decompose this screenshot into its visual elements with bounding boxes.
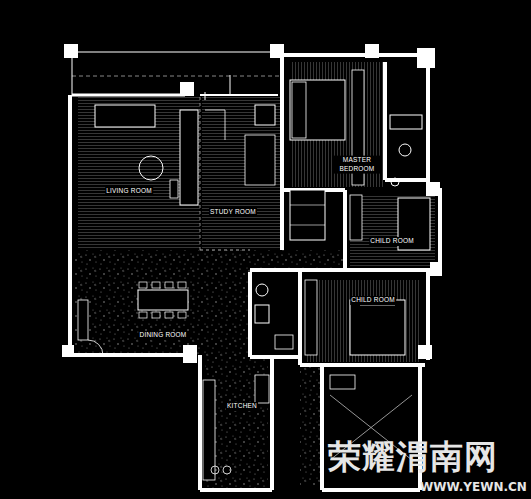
plan-shape — [64, 44, 78, 58]
room-name: CHILD ROOM — [350, 296, 396, 305]
plan-shape — [305, 280, 317, 355]
fixture — [399, 144, 411, 156]
room-label-box: LIVING ROOM — [105, 179, 153, 197]
plan-shape — [245, 135, 275, 185]
wall-line — [282, 53, 425, 57]
wall-line — [70, 353, 195, 357]
fixture — [391, 178, 399, 186]
wall-line — [298, 272, 302, 365]
wall-line — [72, 94, 185, 97]
wall-line — [72, 58, 73, 95]
wall-line — [200, 97, 201, 250]
watermark: WWW.YEWN.CN — [420, 481, 527, 493]
plan-shape — [78, 300, 88, 340]
plan-shape — [290, 80, 345, 140]
wall-line — [322, 488, 420, 492]
room-name: DINING ROOM — [139, 331, 188, 340]
plan-shape — [365, 44, 379, 58]
plan-shape — [292, 82, 306, 138]
plan-shape — [139, 312, 147, 318]
plan-shape — [152, 312, 160, 318]
plan-shape — [430, 262, 442, 276]
plan-shape — [180, 82, 194, 96]
plan-shape — [183, 345, 197, 363]
plan-shape — [290, 62, 385, 187]
plan-shape — [62, 345, 74, 357]
plan-shape — [417, 48, 435, 68]
room-label-box: DINING ROOM — [139, 323, 188, 341]
wall-line — [88, 340, 103, 355]
plan-shape — [138, 290, 188, 310]
plan-shape — [275, 335, 293, 349]
room-label-box: CHILD ROOM — [369, 229, 415, 247]
room-name: STUDY ROOM — [209, 208, 257, 217]
plan-shape — [418, 345, 432, 359]
plan-shape — [255, 305, 269, 323]
room-name: CHILD ROOM — [369, 237, 415, 246]
tile-floor — [74, 250, 345, 488]
plan-shape — [152, 282, 160, 288]
plan-shape — [426, 182, 440, 196]
plan-shape — [350, 195, 362, 240]
wall-line — [200, 250, 250, 251]
plan-shape — [290, 190, 325, 240]
plan-shape — [255, 105, 275, 125]
wall-line — [198, 355, 202, 490]
room-name: KITCHEN — [226, 402, 258, 411]
wall-line — [320, 365, 324, 490]
plan-shape — [350, 195, 435, 267]
fixture — [223, 466, 231, 474]
plan-shape — [270, 44, 284, 58]
plan-drawing — [62, 44, 442, 490]
wall-line — [248, 272, 252, 357]
room-label-box: KITCHEN — [226, 394, 258, 412]
wall-line — [205, 110, 225, 140]
wall-line — [200, 488, 272, 492]
plan-shape — [180, 110, 198, 205]
room-name: LIVING ROOM — [105, 187, 153, 196]
plan-shape — [203, 380, 215, 480]
plan-shape — [300, 365, 322, 485]
wall-line — [72, 51, 282, 52]
plan-shape — [330, 375, 355, 389]
fixture — [211, 466, 219, 474]
wall-line — [300, 363, 425, 367]
plan-shape — [202, 97, 280, 249]
wall-line — [290, 205, 325, 225]
room-name: MASTER BEDROOM — [334, 156, 380, 174]
wall-line — [250, 268, 440, 272]
plan-shape — [165, 282, 173, 288]
plan-shape — [165, 312, 173, 318]
wall-line — [200, 94, 278, 96]
plan-shape — [170, 180, 178, 198]
wall-line — [270, 355, 274, 490]
fixture — [139, 156, 163, 180]
wall-line — [205, 75, 230, 100]
wall-line — [72, 76, 282, 77]
room-label-box: STUDY ROOM — [209, 200, 257, 218]
wall-line — [280, 50, 284, 250]
room-label-box: MASTER BEDROOM — [334, 156, 380, 175]
plan-shape — [139, 282, 147, 288]
wall-line — [383, 62, 387, 180]
plan-shape — [95, 105, 155, 127]
plan-shape — [305, 280, 420, 362]
plan-shape — [390, 115, 422, 129]
plan-shape — [350, 300, 405, 355]
wall-line — [250, 355, 300, 359]
plan-shape — [255, 375, 269, 403]
wall-line — [426, 60, 430, 190]
room-label-box: CHILD ROOM — [350, 288, 396, 306]
fixture — [256, 284, 268, 296]
plan-shape — [178, 312, 186, 318]
wall-line — [68, 95, 72, 355]
wall-line — [343, 190, 347, 270]
watermark: 荣耀渭南网 — [328, 440, 498, 473]
plan-shape — [78, 97, 200, 249]
plan-shape — [178, 282, 186, 288]
